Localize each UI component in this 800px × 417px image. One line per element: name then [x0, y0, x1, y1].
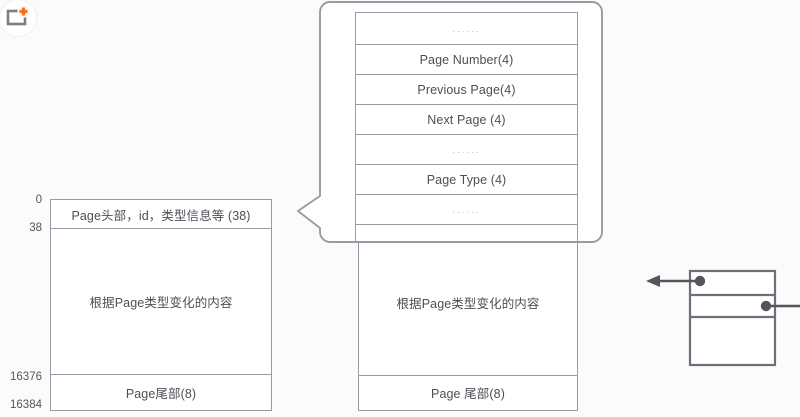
- callout-row: Next Page (4): [355, 104, 578, 135]
- row-divider: [51, 374, 271, 375]
- callout-row: ......: [355, 194, 578, 225]
- middle-page-row-footer-label: Page 尾部(8): [431, 387, 505, 401]
- offset-label: 16384: [10, 399, 42, 411]
- offset-label: 16376: [10, 371, 42, 383]
- next-page-pointer: [760, 300, 800, 312]
- left-page-row-header-label: Page头部，id，类型信息等 (38): [71, 208, 251, 223]
- app-logo[interactable]: [0, 0, 36, 36]
- linked-page-node: [646, 269, 800, 367]
- page-layout-middle: 根据Page类型变化的内容 Page 尾部(8): [358, 228, 578, 411]
- callout-row: ......: [355, 12, 578, 45]
- callout-row-label: Page Type (4): [426, 172, 507, 187]
- middle-page-row-footer: Page 尾部(8): [359, 375, 577, 410]
- left-page-row-footer: Page尾部(8): [51, 374, 271, 410]
- page-layout-left: Page头部，id，类型信息等 (38) 根据Page类型变化的内容 Page尾…: [50, 199, 272, 411]
- callout-row-label: ......: [452, 23, 481, 34]
- callout-row-inner: ......: [356, 13, 577, 44]
- offset-label: 38: [29, 222, 42, 234]
- callout-row-inner: ......: [356, 195, 577, 224]
- callout-row-inner: Next Page (4): [356, 105, 577, 134]
- callout-row: ......: [355, 134, 578, 165]
- callout-row-inner: Previous Page(4): [356, 75, 577, 104]
- offset-label: 0: [35, 194, 42, 206]
- previous-page-pointer: [646, 275, 706, 287]
- middle-page-row-body-label: 根据Page类型变化的内容: [396, 296, 540, 311]
- callout-row-inner: ......: [356, 135, 577, 164]
- callout-row-inner: [356, 225, 577, 241]
- left-page-row-body-label: 根据Page类型变化的内容: [89, 295, 233, 310]
- middle-page-row-body: 根据Page类型变化的内容: [359, 229, 577, 375]
- callout-row: Previous Page(4): [355, 74, 578, 105]
- callout-row-label: Previous Page(4): [417, 82, 516, 97]
- left-page-row-footer-label: Page尾部(8): [125, 386, 197, 401]
- left-page-row-body: 根据Page类型变化的内容: [51, 228, 271, 374]
- callout-row-label: ......: [452, 204, 481, 215]
- callout-row-inner: Page Number(4): [356, 45, 577, 74]
- callout-row-inner: Page Type (4): [356, 165, 577, 194]
- callout-row: [355, 224, 578, 242]
- row-divider: [359, 375, 577, 376]
- callout-row: Page Type (4): [355, 164, 578, 195]
- callout-row-label: Next Page (4): [427, 112, 506, 127]
- row-divider: [51, 228, 271, 229]
- left-page-row-header: Page头部，id，类型信息等 (38): [51, 200, 271, 228]
- callout-row-label: Page Number(4): [419, 52, 514, 67]
- callout-row-label: ......: [452, 144, 481, 155]
- callout-row: Page Number(4): [355, 44, 578, 75]
- page-header-field-table: ...... Page Number(4) Previous Page(4) N…: [355, 12, 578, 242]
